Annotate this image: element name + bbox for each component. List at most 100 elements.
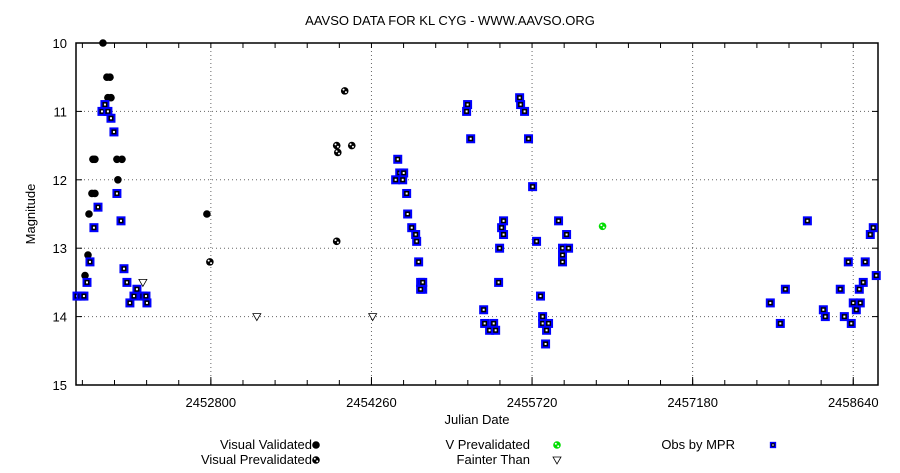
square-highlight: [541, 315, 544, 318]
x-tick-label: 2455720: [507, 395, 558, 410]
legend-label-visual-prevalidated: Visual Prevalidated: [201, 452, 312, 467]
data-point: [765, 298, 775, 308]
ring-highlight: [336, 145, 339, 148]
square-highlight: [824, 315, 827, 318]
data-point: [562, 230, 572, 240]
triangle-marker: [552, 456, 562, 465]
data-point: [802, 216, 812, 226]
ring-marker: [332, 141, 341, 150]
y-tick-label: 11: [54, 104, 68, 119]
square-highlight: [96, 206, 99, 209]
square-highlight: [502, 219, 505, 222]
dot-marker: [85, 210, 93, 218]
square-highlight: [492, 322, 495, 325]
data-point: [860, 257, 870, 267]
data-point: [85, 257, 95, 267]
square-highlight: [145, 301, 148, 304]
ring-highlight: [335, 150, 338, 153]
ring-marker: [332, 237, 341, 246]
square-highlight: [144, 295, 147, 298]
data-point: [818, 305, 828, 315]
data-point: [393, 154, 403, 164]
dot-marker: [81, 271, 89, 280]
data-point: [499, 216, 509, 226]
dot-marker: [84, 251, 92, 259]
y-tick-label: 14: [53, 310, 67, 325]
square-highlight: [103, 103, 106, 106]
square-highlight: [850, 322, 853, 325]
data-point: [106, 113, 116, 123]
ring-highlight: [337, 152, 340, 155]
ring-marker: [553, 441, 561, 449]
dot-marker: [91, 189, 99, 198]
square-highlight: [561, 247, 564, 250]
square-highlight: [406, 213, 409, 215]
legend-marker-visual-prevalidated: [312, 456, 320, 464]
square-highlight: [862, 281, 865, 284]
ring-highlight: [334, 239, 337, 242]
data-point: [848, 298, 858, 308]
square-highlight: [421, 281, 424, 284]
legend-marker-v-prevalidated: [553, 441, 561, 449]
data-point: [554, 216, 564, 226]
square-highlight: [115, 192, 118, 195]
ring-highlight: [602, 226, 605, 229]
square-highlight: [772, 444, 774, 446]
square-highlight: [466, 103, 469, 106]
ring-highlight: [600, 224, 603, 227]
data-point: [84, 251, 92, 259]
square-highlight: [488, 329, 491, 332]
data-point: [367, 313, 378, 322]
data-point: [411, 230, 421, 240]
data-point: [97, 106, 107, 116]
square-highlight: [855, 308, 858, 311]
square-highlight: [109, 117, 112, 120]
ring-marker: [333, 148, 342, 157]
data-point: [524, 134, 534, 144]
square-highlight: [410, 226, 413, 229]
data-point: [820, 312, 830, 322]
series-visual-prevalidated: [206, 87, 356, 266]
data-point: [855, 298, 865, 308]
chart-title: AAVSO DATA FOR KL CYG - WWW.AAVSO.ORG: [305, 13, 595, 28]
data-point: [402, 188, 412, 198]
data-point: [516, 100, 526, 110]
data-point: [332, 237, 341, 246]
square-highlight: [806, 219, 809, 222]
data-point: [119, 264, 129, 274]
legend-label-obs-by-mpr: Obs by MPR: [661, 437, 735, 452]
data-point: [118, 155, 126, 164]
square-highlight: [88, 260, 91, 263]
square-highlight: [843, 315, 846, 318]
dot-marker: [203, 210, 211, 218]
data-point: [532, 236, 542, 246]
data-point: [416, 284, 426, 294]
square-highlight: [498, 247, 501, 250]
data-point: [775, 318, 785, 328]
data-point: [541, 339, 551, 349]
square-highlight: [419, 288, 422, 291]
square-highlight: [523, 110, 526, 113]
data-point: [132, 284, 142, 294]
square-highlight: [92, 226, 95, 229]
ring-highlight: [316, 460, 319, 463]
data-point: [252, 313, 262, 322]
data-point: [414, 257, 424, 267]
data-point: [479, 305, 489, 315]
data-point: [91, 155, 99, 164]
data-point: [122, 277, 132, 287]
data-point: [515, 93, 525, 103]
legend-marker-obs-by-mpr: [769, 441, 777, 449]
y-tick-label: 12: [53, 173, 67, 188]
square-highlight: [394, 178, 397, 181]
ring-highlight: [207, 259, 210, 262]
data-point: [558, 257, 568, 267]
square-highlight: [557, 219, 560, 222]
square-highlight: [822, 308, 825, 311]
legend-label-visual-validated: Visual Validated: [220, 437, 312, 452]
square-highlight: [527, 137, 530, 140]
series-visual-validated: [81, 39, 211, 280]
data-point: [100, 100, 110, 110]
data-point: [854, 284, 864, 294]
data-point: [332, 141, 341, 150]
